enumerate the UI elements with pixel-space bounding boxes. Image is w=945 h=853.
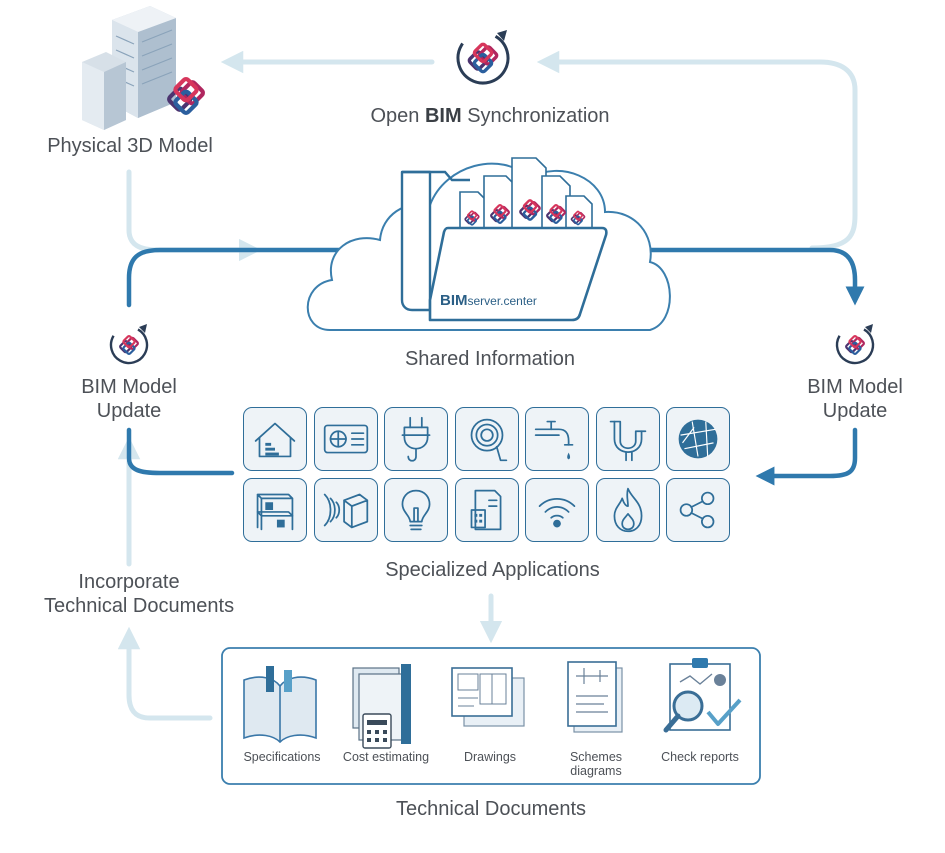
pipe-icon bbox=[609, 420, 646, 462]
app-tile-hose bbox=[454, 407, 519, 471]
light-bulb-icon bbox=[401, 489, 431, 531]
app-tile-share bbox=[666, 478, 730, 542]
specialized-applications-label: Specialized Applications bbox=[385, 559, 600, 581]
building-icon bbox=[82, 6, 204, 130]
app-tile-wifi bbox=[525, 478, 589, 542]
physical-model-label: Physical 3D Model bbox=[47, 135, 213, 157]
house-energy-icon bbox=[254, 422, 296, 458]
app-tile-building-plan bbox=[454, 478, 519, 542]
sync-icon-left bbox=[109, 324, 149, 365]
acoustics-icon bbox=[323, 493, 368, 529]
sync-icon-right bbox=[835, 324, 875, 365]
share-icon bbox=[679, 491, 715, 529]
app-tile-acoustics bbox=[313, 478, 378, 542]
shared-information-label: Shared Information bbox=[404, 348, 576, 370]
faucet-icon bbox=[534, 420, 574, 460]
doc-label-cost: Cost estimating bbox=[342, 750, 430, 764]
app-tile-pipe bbox=[595, 407, 660, 471]
open-bim-sync-label: Open BIM Synchronization bbox=[370, 105, 610, 127]
air-conditioner-icon bbox=[323, 424, 368, 454]
scheme-icon bbox=[567, 661, 623, 733]
doc-label-schemes: Schemes diagrams bbox=[569, 750, 623, 779]
drawing-icon bbox=[451, 667, 525, 727]
doc-label-specifications: Specifications bbox=[243, 750, 321, 764]
book-icon bbox=[243, 666, 317, 744]
wifi-icon bbox=[538, 497, 576, 528]
app-tile-fire bbox=[595, 478, 660, 542]
check-report-icon bbox=[663, 658, 742, 733]
structure-icon bbox=[256, 493, 294, 531]
sync-arrows bbox=[117, 50, 858, 721]
app-tile-faucet bbox=[525, 407, 589, 471]
fire-icon bbox=[613, 487, 642, 533]
app-tile-air-conditioner bbox=[313, 407, 378, 471]
doc-label-check: Check reports bbox=[661, 750, 739, 764]
plug-icon bbox=[401, 416, 431, 462]
sync-icon-top bbox=[456, 30, 510, 85]
app-tile-plug bbox=[384, 407, 448, 471]
calculator-icon bbox=[352, 664, 411, 749]
hose-icon bbox=[470, 418, 507, 462]
building-plan-icon bbox=[470, 489, 501, 531]
app-tile-structure bbox=[243, 478, 307, 542]
bimserver-brand: BIMserver.center bbox=[440, 292, 537, 309]
app-tile-map bbox=[666, 407, 730, 471]
app-tile-house-energy bbox=[243, 407, 307, 471]
technical-documents-label: Technical Documents bbox=[395, 798, 587, 820]
map-icon bbox=[678, 419, 718, 459]
app-tile-light-bulb bbox=[384, 478, 448, 542]
update-arrows bbox=[126, 247, 865, 486]
doc-label-drawings: Drawings bbox=[463, 750, 517, 764]
